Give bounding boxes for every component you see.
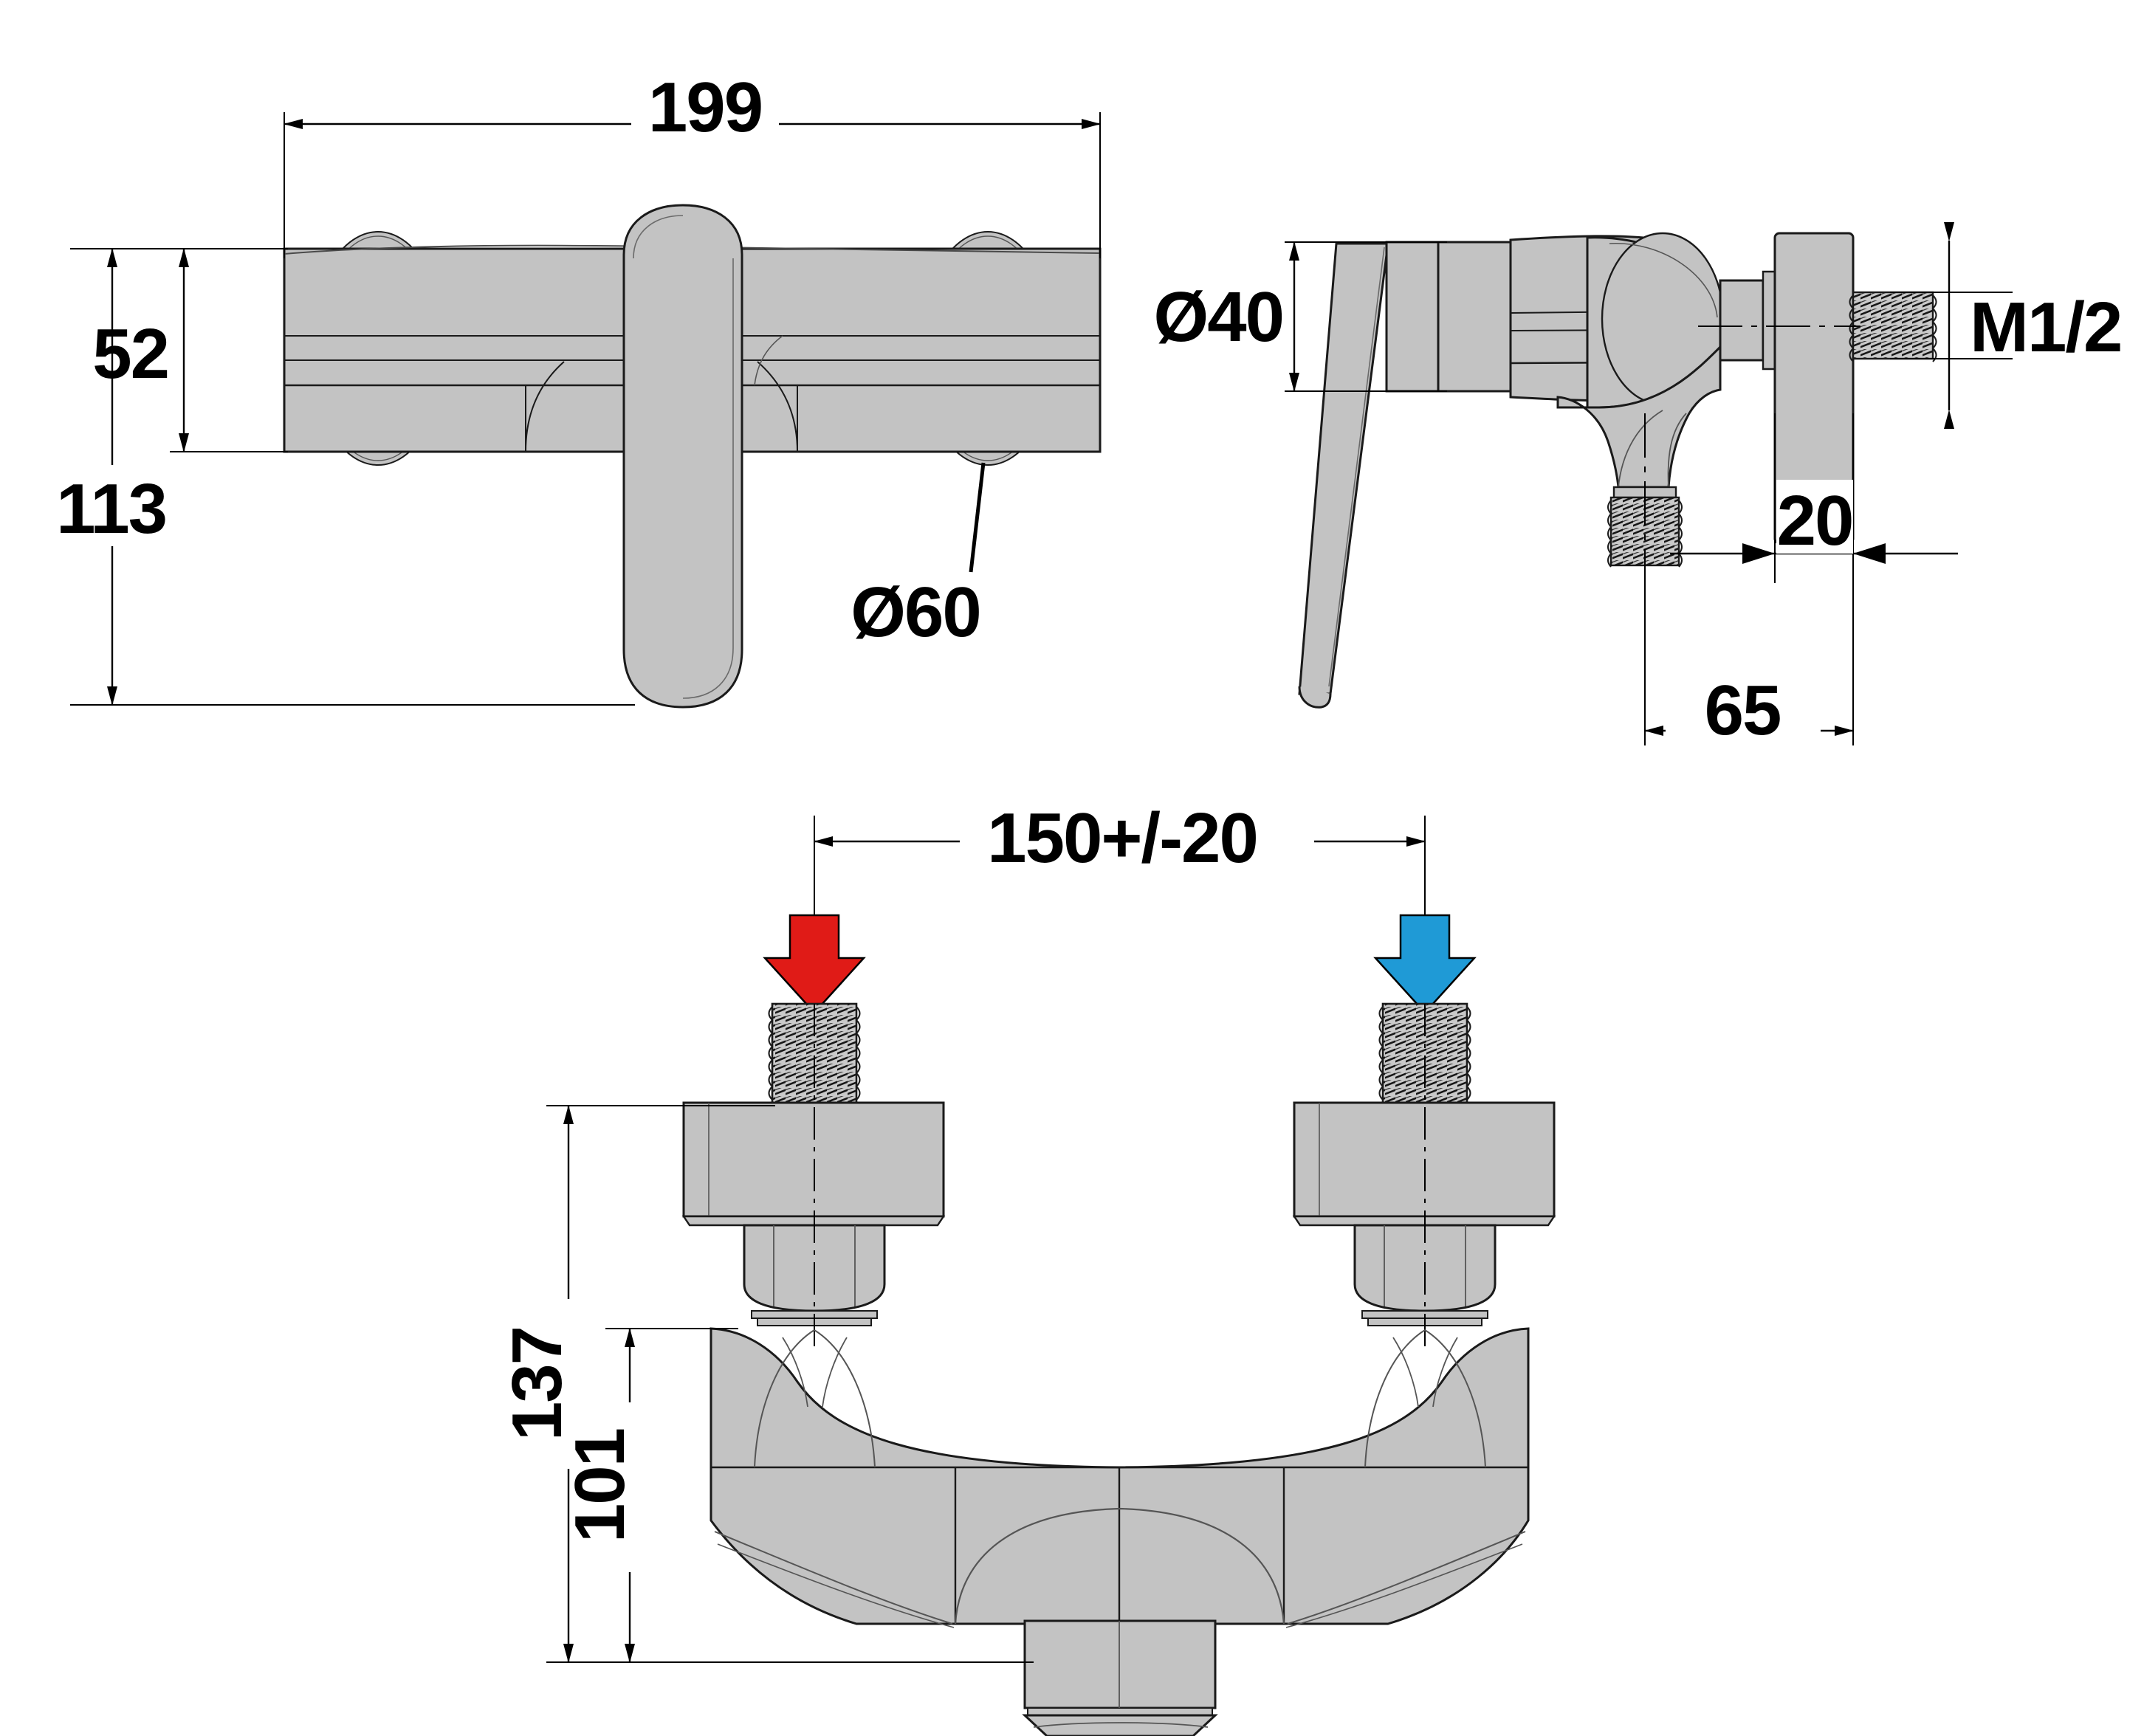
dim-150-label: 150+/-20 — [987, 799, 1257, 878]
dim-m12: M1/2 — [1890, 222, 2123, 429]
dim-150: 150+/-20 — [814, 796, 1426, 930]
dim-101: 101 — [560, 1328, 1034, 1663]
side-lever-handle — [1298, 242, 1389, 709]
cold-water-arrow — [1373, 914, 1477, 1014]
dim-113: 113 — [30, 248, 635, 706]
dim-101-label: 101 — [560, 1429, 639, 1543]
dim-199-label: 199 — [648, 68, 762, 147]
front-view: 199 52 113 Ø60 — [30, 68, 1102, 709]
bottom-inlet-right — [1292, 1002, 1556, 1351]
dim-65-label: 65 — [1705, 671, 1781, 750]
dim-52-label: 52 — [92, 314, 168, 393]
side-lever-collar — [1385, 241, 1440, 393]
dim-m12-label: M1/2 — [1970, 288, 2121, 367]
dim-d60: Ø60 — [851, 462, 986, 652]
dim-113-label: 113 — [56, 469, 166, 548]
bottom-view: 150+/-20 — [498, 796, 1556, 1736]
dim-199: 199 — [284, 68, 1101, 258]
side-wall-inlet — [1698, 232, 1937, 545]
side-body — [1509, 232, 1725, 489]
bottom-inlet-left — [681, 1002, 946, 1351]
dim-65: 65 — [1644, 583, 1854, 750]
dim-d40-label: Ø40 — [1154, 278, 1283, 356]
dim-137-label: 137 — [498, 1327, 577, 1441]
side-cap-block — [1437, 241, 1512, 393]
dim-d60-label: Ø60 — [851, 573, 980, 652]
dim-20-label: 20 — [1777, 481, 1853, 560]
side-view: Ø40 M1/2 20 65 — [1152, 222, 2123, 750]
dim-20: 20 — [1670, 413, 1958, 583]
bottom-spout-outlet — [1022, 1619, 1218, 1736]
dim-d40: Ø40 — [1152, 241, 1447, 392]
hot-water-arrow — [763, 914, 866, 1014]
front-lever-handle — [622, 204, 743, 709]
